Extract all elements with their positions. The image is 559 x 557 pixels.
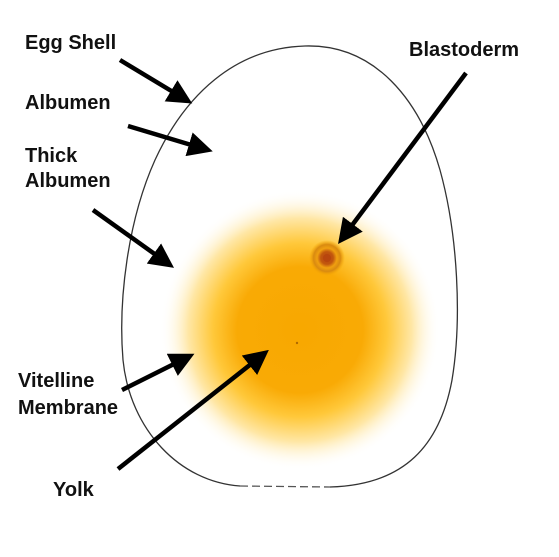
label-vitelline-line1: Vitelline	[18, 369, 94, 393]
egg-shell-dashed-bottom	[240, 486, 330, 487]
yolk-speck	[296, 342, 298, 344]
yolk-region	[160, 190, 440, 470]
label-egg-shell: Egg Shell	[25, 31, 116, 55]
arrow-egg-shell	[120, 60, 188, 101]
label-thick-albumen-line2: Albumen	[25, 169, 111, 193]
label-albumen: Albumen	[25, 91, 111, 115]
arrow-albumen	[128, 126, 208, 150]
label-blastoderm: Blastoderm	[409, 38, 519, 62]
arrow-blastoderm	[341, 73, 466, 240]
label-thick-albumen-line1: Thick	[25, 144, 77, 168]
blastoderm-center	[323, 254, 331, 262]
label-vitelline-line2: Membrane	[18, 396, 118, 420]
label-yolk: Yolk	[53, 478, 94, 502]
arrow-thick-albumen	[93, 210, 170, 265]
